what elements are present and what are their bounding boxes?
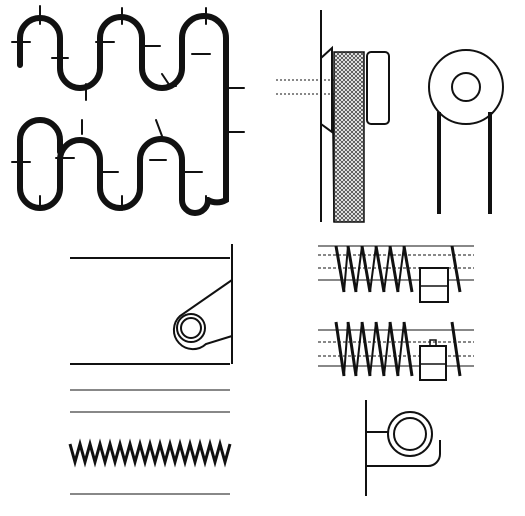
pulley-front-view [428, 49, 504, 214]
hinge-bracket [70, 244, 233, 365]
drum-side-section [276, 10, 390, 223]
eye-ring-outer [387, 411, 433, 457]
helical-spring-lower [318, 321, 474, 381]
drum-flange [320, 45, 333, 134]
pulley-outer-ring [428, 49, 504, 125]
coil-tick-marks [11, 5, 245, 211]
zigzag-spring [68, 389, 232, 495]
eye-bracket-arm [366, 431, 441, 467]
serpentine-coil [11, 5, 245, 216]
helical-spring-pair [318, 245, 474, 381]
coil-upper-row [17, 13, 229, 206]
eye-bracket [365, 400, 441, 496]
hinge-pin-outer [176, 313, 206, 343]
drum-mesh-band [333, 51, 365, 223]
eye-ring-inner [393, 417, 427, 451]
upper-spring-collar [419, 267, 449, 303]
coil-lower-row [17, 136, 211, 216]
drum-cap [366, 51, 390, 125]
pulley-hub [451, 72, 481, 102]
hinge-arm [172, 279, 233, 351]
hinge-pin-inner [180, 317, 202, 339]
helical-spring-upper [318, 245, 474, 303]
coil-crossover [17, 117, 63, 163]
zigzag-wire [68, 438, 232, 468]
lower-spring-collar [419, 345, 447, 381]
